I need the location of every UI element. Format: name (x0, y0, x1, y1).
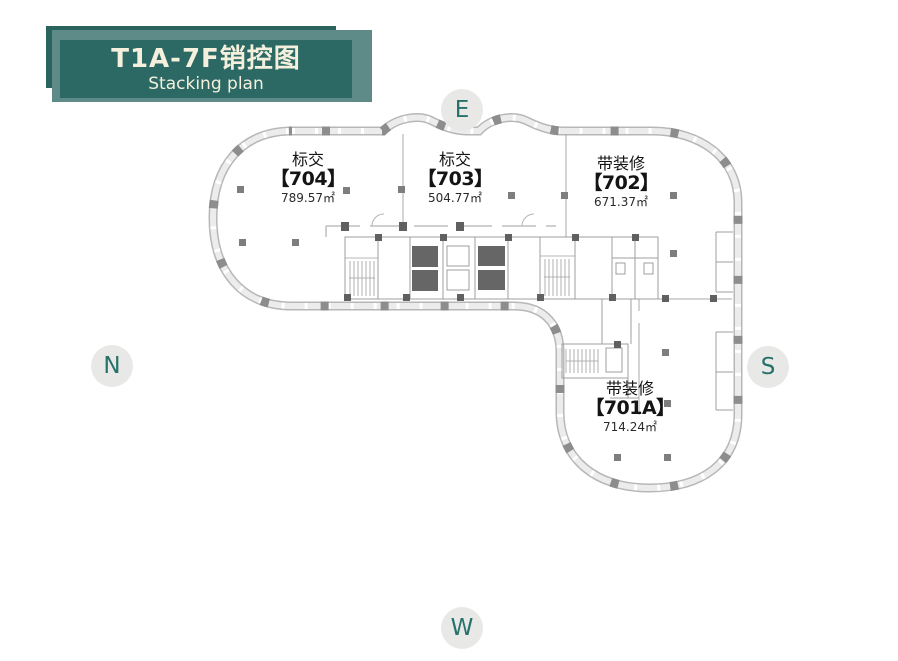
unit-number: 【702】 (583, 172, 659, 194)
unit-label-704[interactable]: 标交 【704】 789.57㎡ (270, 150, 346, 206)
unit-label-701A[interactable]: 带装修 【701A】 714.24㎡ (585, 379, 675, 435)
unit-label-703[interactable]: 标交 【703】 504.77㎡ (417, 150, 493, 206)
unit-number: 【701A】 (585, 397, 675, 419)
core-area (325, 213, 659, 300)
elevator-shafts (412, 246, 505, 291)
page-subtitle: Stacking plan (148, 74, 264, 94)
compass-east: E (441, 89, 483, 131)
unit-number: 【704】 (270, 168, 346, 190)
unit-area: 671.37㎡ (593, 195, 648, 209)
unit-number: 【703】 (417, 168, 493, 190)
unit-area: 714.24㎡ (603, 420, 657, 434)
stair-wing (565, 349, 599, 373)
compass-north: N (91, 345, 133, 387)
unit-area: 504.77㎡ (427, 191, 482, 205)
banner-front-layer: T1A-7F销控图 Stacking plan (60, 40, 352, 98)
columns (237, 186, 677, 461)
unit-status: 标交 (291, 150, 325, 169)
unit-status: 标交 (438, 150, 472, 169)
unit-label-702[interactable]: 带装修 【702】 671.37㎡ (583, 154, 659, 210)
unit-status: 带装修 (596, 154, 646, 173)
stair-core-left (345, 257, 378, 296)
compass-south: S (747, 346, 789, 388)
stair-core-right (540, 255, 575, 296)
unit-status: 带装修 (605, 379, 654, 398)
unit-dividers (402, 134, 732, 415)
wall-junction-blocks (341, 222, 717, 348)
page-title: T1A-7F销控图 (111, 44, 301, 74)
compass-west: W (441, 607, 483, 649)
unit-area: 789.57㎡ (280, 191, 335, 205)
title-banner: T1A-7F销控图 Stacking plan (0, 0, 420, 120)
